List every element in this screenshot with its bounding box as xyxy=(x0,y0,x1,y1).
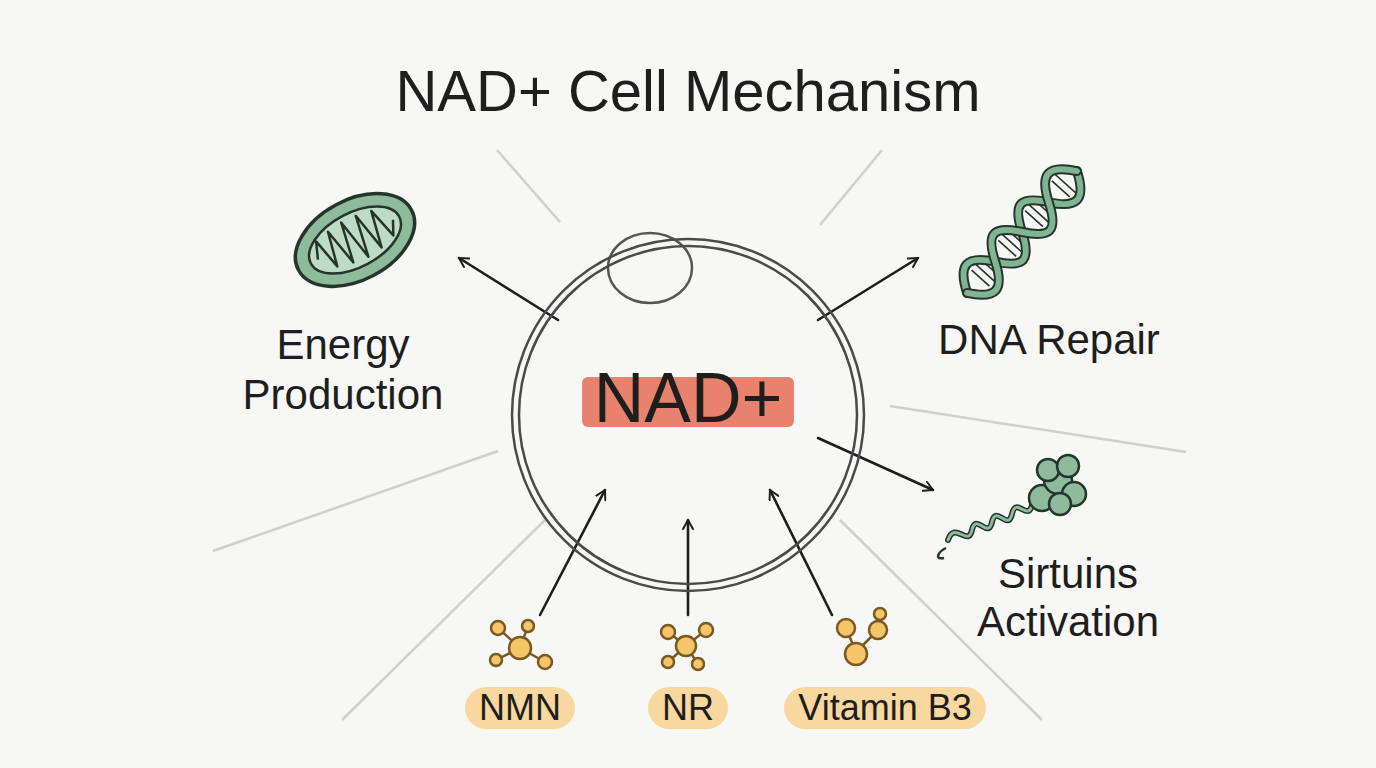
mitochondria-icon xyxy=(280,175,431,306)
precursor-label: NMN xyxy=(465,687,575,729)
precursor-node: Vitamin B3 xyxy=(760,615,1010,729)
center-label: NAD+ xyxy=(594,363,783,433)
sirtuin-protein-icon xyxy=(938,455,1086,558)
radial-lines xyxy=(213,150,1186,720)
function-node: Sirtuins Activation xyxy=(933,440,1203,646)
arrow-connector xyxy=(687,520,690,615)
diagram-title: NAD+ Cell Mechanism xyxy=(0,58,1376,124)
precursor-label: NR xyxy=(648,687,728,729)
arrow-connector xyxy=(459,258,558,320)
arrow-connector xyxy=(818,258,918,320)
arrow-connector xyxy=(818,438,933,490)
precursor-node: NMN xyxy=(460,615,580,729)
arrow-connector xyxy=(540,490,605,615)
molecule-icons xyxy=(490,608,887,670)
function-node: DNA Repair xyxy=(918,160,1180,365)
function-label: DNA Repair xyxy=(924,315,1174,365)
dna-helix-icon xyxy=(953,158,1092,306)
arrow-connector xyxy=(770,490,832,615)
function-node: Energy Production xyxy=(227,185,459,420)
cell-circle: NAD+ xyxy=(510,237,866,593)
function-label: Energy Production xyxy=(231,320,456,420)
precursor-node: NR xyxy=(640,615,736,729)
function-label: Sirtuins Activation xyxy=(950,550,1186,646)
precursor-label: Vitamin B3 xyxy=(784,687,985,729)
